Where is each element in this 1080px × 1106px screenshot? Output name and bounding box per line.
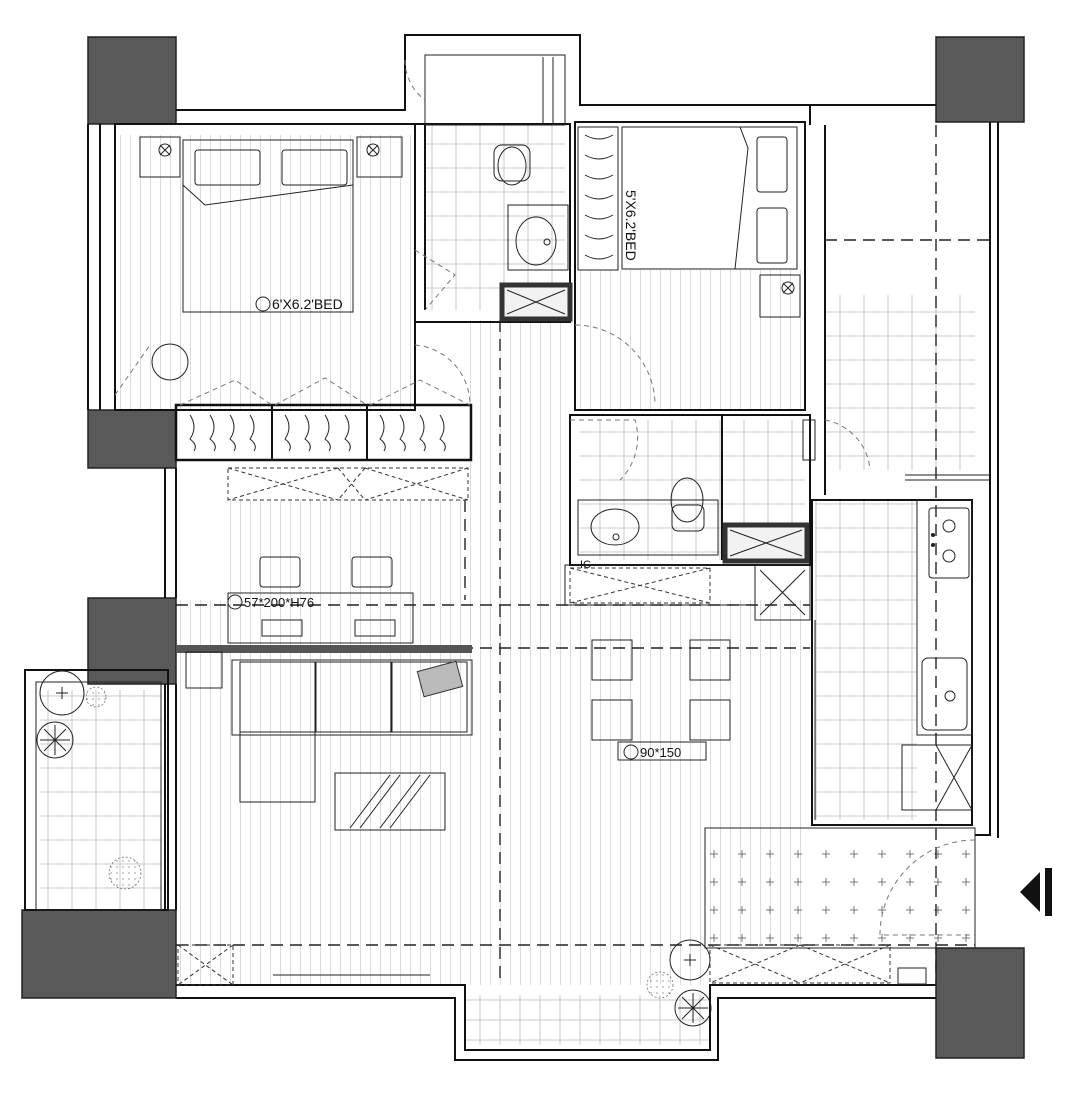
window-door-swing: [114, 344, 151, 396]
dining-label: 90*150: [640, 745, 681, 760]
kitchen-counter: [814, 474, 990, 820]
master-bed: [182, 139, 354, 313]
chair-icon: [591, 699, 633, 741]
chair-icon: [689, 639, 731, 681]
master-bed-label: 6'X6.2'BED: [272, 296, 343, 312]
column-bottom-left: [21, 909, 177, 999]
cushion-icon: [416, 660, 464, 698]
sink-icon: [921, 657, 968, 731]
column-top-left: [87, 36, 177, 125]
plant-icon: [85, 686, 107, 708]
second-bed-label: 5'X6.2'BED: [623, 190, 639, 261]
nightstand-lamp-icons: [139, 136, 403, 178]
walls: [24, 34, 999, 1061]
storage-cabinet: [227, 467, 469, 501]
bath-2-fixtures: [570, 419, 871, 564]
keyboard-icon: [354, 619, 396, 637]
column-bottom-right: [935, 947, 1025, 1059]
chair-icon: [259, 556, 301, 588]
chair-icon: [591, 639, 633, 681]
chair-icon: [689, 699, 731, 741]
entrance-arrow-icon: [1020, 868, 1052, 916]
second-wardrobe: [574, 126, 656, 406]
column-left-1: [87, 409, 177, 469]
outlet-icon: [227, 594, 243, 610]
ic-label: IC: [580, 559, 591, 571]
keyboard-icon: [261, 619, 303, 637]
plant-icon: [39, 670, 85, 716]
sink-icon: [515, 216, 557, 266]
shoe-cabinet: [569, 567, 806, 616]
outlet-icon: [623, 744, 639, 760]
desk-label: 57*200*H76: [244, 595, 314, 610]
armchair: [151, 343, 189, 381]
door-swing: [414, 344, 471, 406]
second-bed: [621, 126, 801, 318]
plant-icon: [674, 989, 712, 1027]
tiled-floors: [40, 125, 975, 1045]
outlet-icon: [255, 296, 271, 312]
plant-icon: [108, 856, 142, 890]
plant-icon: [646, 971, 674, 999]
plant-icon: [669, 939, 711, 981]
column-left-2: [87, 597, 177, 685]
stove-icon: [928, 507, 970, 579]
toilet-icon: [497, 146, 527, 186]
toilet-icon: [670, 477, 704, 523]
tv-cabinet: [177, 944, 891, 986]
bath-1-fixtures: [404, 54, 573, 322]
chair-icon: [351, 556, 393, 588]
plant-icon: [36, 721, 74, 759]
master-wardrobe: [174, 377, 473, 462]
balcony-plants: [36, 670, 712, 1027]
coffee-table: [334, 772, 446, 831]
floor-lamp: [185, 651, 223, 689]
dining-table: [591, 639, 731, 761]
sofa: [231, 659, 473, 803]
study-desk: [176, 556, 472, 653]
ceiling-lines: [176, 125, 990, 985]
column-top-right: [935, 36, 1025, 123]
entrance-area: [704, 827, 976, 985]
sink-icon: [590, 508, 640, 546]
